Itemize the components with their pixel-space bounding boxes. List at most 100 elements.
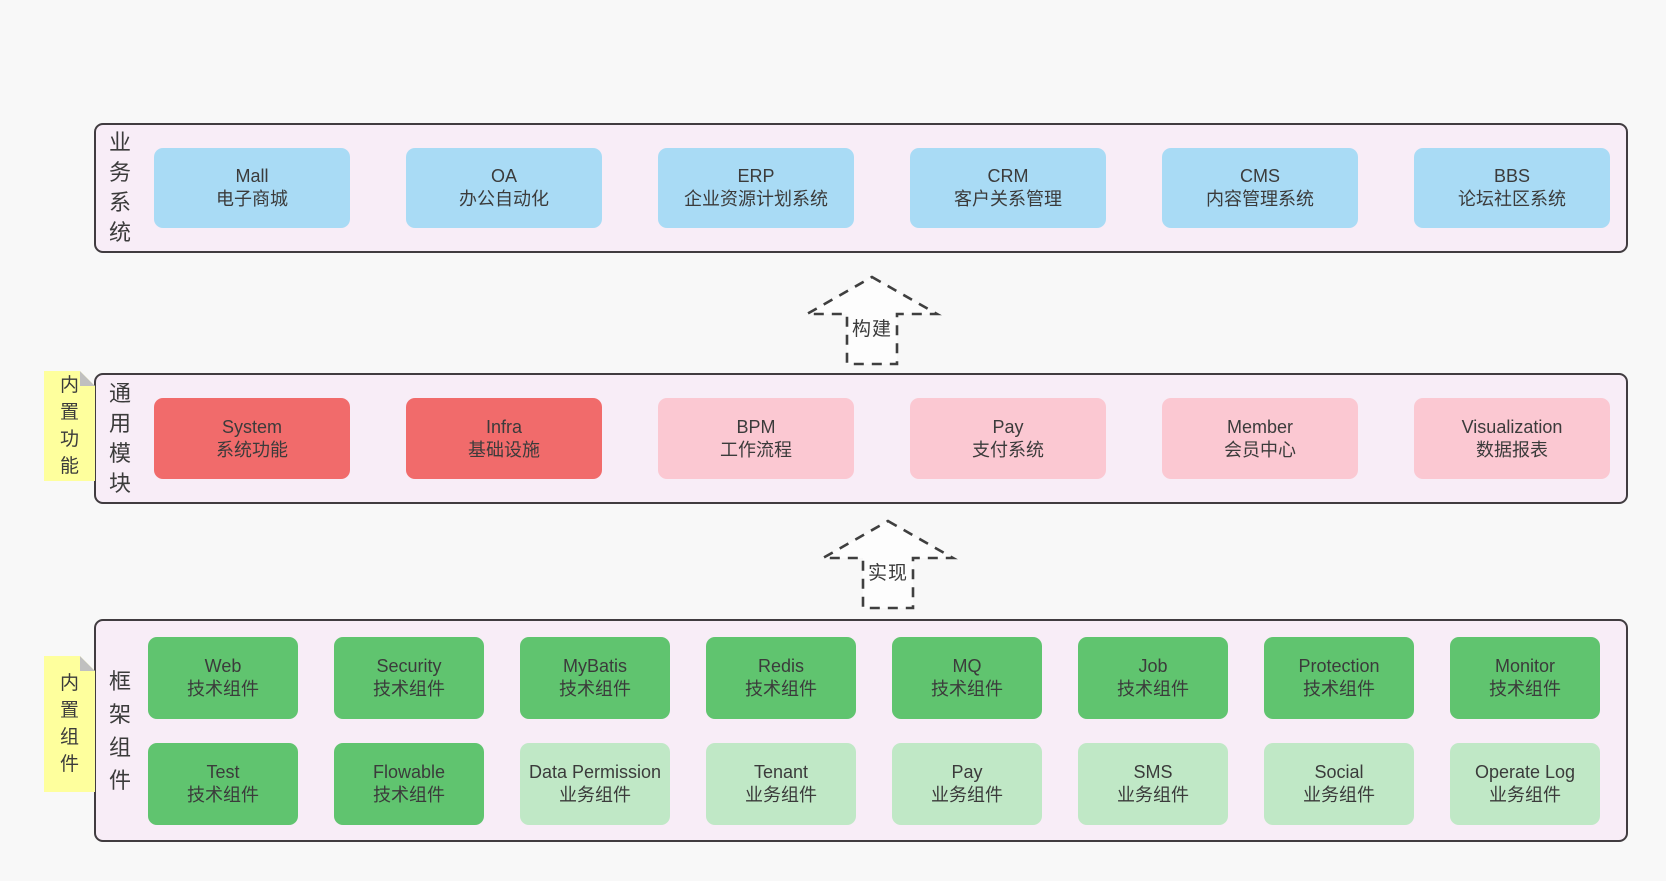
band-label-business-systems: 业务系统 xyxy=(108,130,131,245)
box-title: Data Permission xyxy=(528,761,662,782)
box-subtitle: 业务组件 xyxy=(559,784,631,805)
box-row: Mall 电子商城 OA 办公自动化 ERP 企业资源计划系统 CRM 客户关系管理 CMS 内容… xyxy=(154,148,1614,228)
box-subtitle: 业务组件 xyxy=(1489,784,1561,805)
box-subtitle: 技术组件 xyxy=(1489,678,1561,699)
box-title: Visualization xyxy=(1461,416,1563,437)
band-label-framework-components: 框架组件 xyxy=(108,668,131,793)
band-label-common-modules: 通用模块 xyxy=(108,380,131,496)
sticky-note-built-in-functions-label: 内置功能 xyxy=(59,375,79,477)
box-title: Infra xyxy=(485,416,523,437)
box-subtitle: 业务组件 xyxy=(745,784,817,805)
box-subtitle: 工作流程 xyxy=(720,439,792,460)
box-title: Test xyxy=(206,761,240,782)
box-cms: CMS 内容管理系统 xyxy=(1162,148,1358,228)
box-subtitle: 内容管理系统 xyxy=(1206,189,1314,209)
band-business-systems: 业务系统 Mall 电子商城 OA 办公自动化 ERP 企业资源计划系统 CRM 客户关系管理… xyxy=(94,123,1628,253)
box-subtitle: 技术组件 xyxy=(187,784,259,805)
box-subtitle: 支付系统 xyxy=(972,439,1044,460)
box-subtitle: 技术组件 xyxy=(373,678,445,699)
arrow-implement-label: 实现 xyxy=(867,563,908,584)
box-subtitle: 技术组件 xyxy=(559,678,631,699)
box-subtitle: 技术组件 xyxy=(1117,678,1189,699)
box-title: MyBatis xyxy=(562,655,627,676)
box-subtitle: 技术组件 xyxy=(187,678,259,699)
arrow-up-dashed-icon xyxy=(802,275,942,366)
box-title: Monitor xyxy=(1494,655,1556,676)
box-title: Mall xyxy=(235,166,269,186)
box-subtitle: 会员中心 xyxy=(1224,439,1296,460)
box-subtitle: 业务组件 xyxy=(1117,784,1189,805)
box-subtitle: 基础设施 xyxy=(468,439,540,460)
box-mall: Mall 电子商城 xyxy=(154,148,350,228)
box-title: Social xyxy=(1314,761,1364,782)
arrow-implement: 实现 xyxy=(818,518,958,612)
box-title: System xyxy=(221,416,282,437)
box-title: Operate Log xyxy=(1474,761,1576,782)
box-title: Job xyxy=(1138,655,1168,676)
arrow-up-dashed-icon xyxy=(818,519,958,610)
box-title: Protection xyxy=(1298,655,1380,676)
box-title: Web xyxy=(204,655,242,676)
box-subtitle: 客户关系管理 xyxy=(954,189,1062,209)
box-title: BPM xyxy=(736,416,776,437)
sticky-note-built-in-components: 内置组件 xyxy=(44,656,95,792)
box-title: MQ xyxy=(952,655,982,676)
box-title: ERP xyxy=(737,166,775,186)
box-subtitle: 业务组件 xyxy=(931,784,1003,805)
box-title: OA xyxy=(490,166,517,186)
sticky-note-label-wrap: 内置组件 xyxy=(44,656,95,792)
box-oa: OA 办公自动化 xyxy=(406,148,602,228)
box-title: Flowable xyxy=(372,761,446,782)
box-title: Redis xyxy=(757,655,805,676)
sticky-note-built-in-functions: 内置功能 xyxy=(44,371,95,481)
box-erp: ERP 企业资源计划系统 xyxy=(658,148,854,228)
box-subtitle: 企业资源计划系统 xyxy=(684,189,828,209)
box-subtitle: 办公自动化 xyxy=(459,189,549,209)
box-title: Member xyxy=(1226,416,1293,437)
box-subtitle: 技术组件 xyxy=(931,678,1003,699)
box-title: Pay xyxy=(992,416,1024,437)
box-title: SMS xyxy=(1133,761,1173,782)
box-title: Security xyxy=(376,655,442,676)
box-subtitle: 数据报表 xyxy=(1476,439,1548,460)
box-subtitle: 技术组件 xyxy=(745,678,817,699)
sticky-note-built-in-components-label: 内置组件 xyxy=(59,673,79,775)
box-title: Tenant xyxy=(753,761,809,782)
box-title: CRM xyxy=(987,166,1029,186)
box-title: CMS xyxy=(1240,166,1280,186)
box-subtitle: 系统功能 xyxy=(216,439,288,460)
box-title: BBS xyxy=(1493,166,1531,186)
box-title: Pay xyxy=(951,761,983,782)
box-subtitle: 业务组件 xyxy=(1303,784,1375,805)
box-subtitle: 电子商城 xyxy=(216,189,288,209)
box-subtitle: 技术组件 xyxy=(373,784,445,805)
